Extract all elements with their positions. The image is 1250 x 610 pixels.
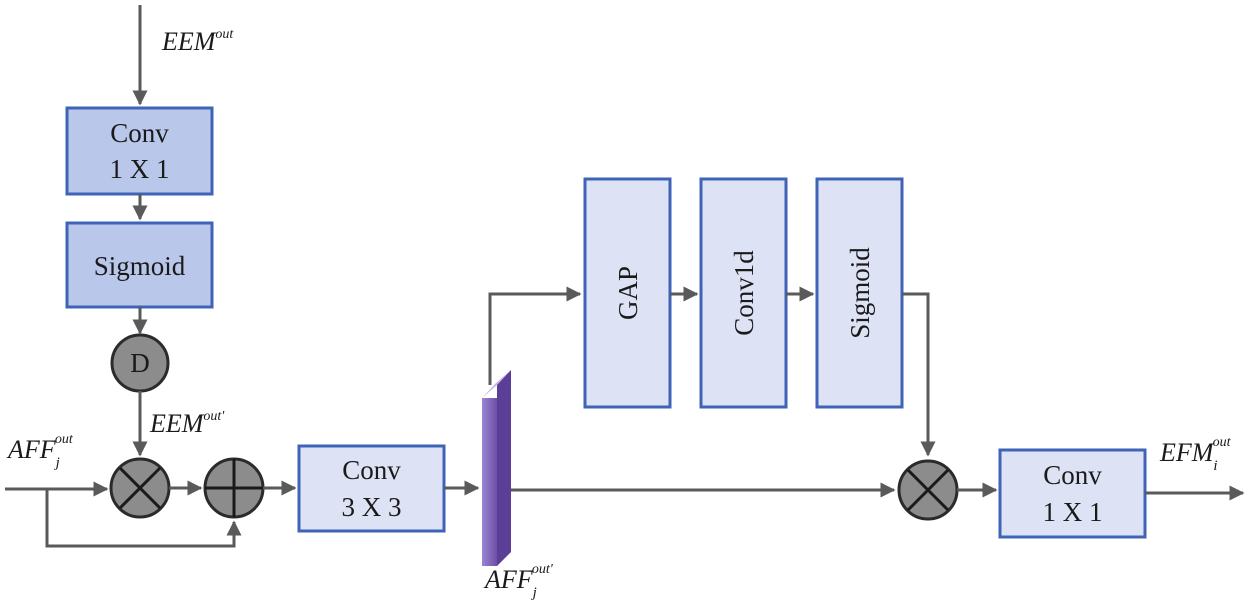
gap-label: GAP — [613, 266, 643, 320]
eem-out-label: EEMout — [161, 27, 234, 56]
conv3x3-box — [297, 444, 446, 533]
sigmoid-right-box — [815, 177, 904, 409]
conv1x1-top-line2: 1 X 1 — [110, 154, 170, 184]
sigmoid-left-label: Sigmoid — [94, 251, 186, 281]
feature-map-aff-out-prime — [482, 370, 511, 566]
sigmoid-left-box — [65, 221, 214, 309]
add-operator — [203, 457, 265, 519]
conv3x3-line2: 3 X 3 — [342, 492, 402, 522]
arrow-residual-to-add — [45, 489, 242, 548]
arrow-sigmoid-to-multiply — [902, 292, 936, 457]
conv1x1-right-line2: 1 X 1 — [1043, 497, 1103, 527]
multiply-operator-left — [109, 457, 171, 519]
sigmoid-right-label: Sigmoid — [845, 247, 875, 339]
aff-in-label: AFFjout — [6, 432, 74, 471]
aff-out-prime-label: AFFjout' — [483, 562, 554, 601]
conv1x1-top-line1: Conv — [110, 118, 169, 148]
eem-out-prime-label: EEMout' — [149, 409, 225, 438]
conv1x1-right-line1: Conv — [1043, 460, 1102, 490]
multiply-operator-right — [897, 459, 959, 521]
efm-out-label: EFMiout — [1159, 435, 1232, 474]
conv1x1-right-box — [998, 448, 1147, 539]
d-node-label: D — [130, 348, 150, 378]
conv1d-label: Conv1d — [729, 250, 759, 336]
gap-box — [583, 177, 672, 409]
arrow-feature-to-gap — [488, 286, 582, 385]
conv3x3-line1: Conv — [342, 455, 401, 485]
